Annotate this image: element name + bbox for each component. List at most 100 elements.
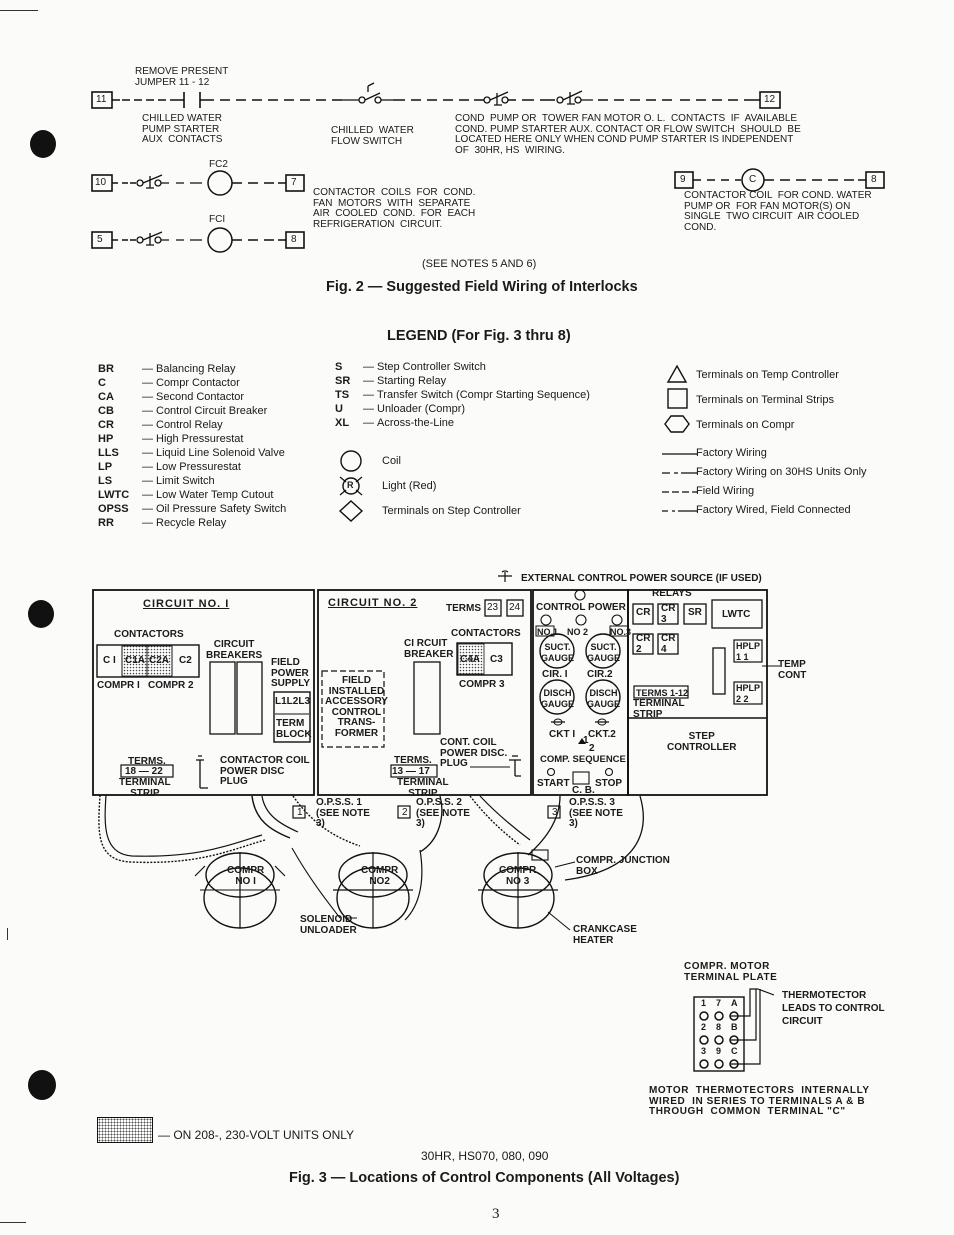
terminal-strip-right-label: TERMINAL STRIP	[633, 698, 685, 720]
light-no2: NO 2	[567, 627, 589, 637]
relay-lwtc: LWTC	[722, 609, 751, 620]
legend-temp-controller: Terminals on Temp Controller	[696, 369, 839, 381]
motor-plate-label: COMPR. MOTOR TERMINAL PLATE	[684, 961, 778, 983]
coil-fc2	[207, 170, 233, 196]
compr1-label: COMPR I	[97, 680, 140, 691]
start-label: START	[537, 778, 570, 789]
legend-col1-row: OPSS—Oil Pressure Safety Switch	[98, 503, 287, 515]
terminal-12-box	[759, 91, 781, 109]
fig2-wiring-diagram	[91, 82, 885, 253]
contactor-c3: C3	[490, 654, 503, 665]
opss3-label: O.P.S.S. 3 (SEE NOTE 3)	[569, 797, 623, 829]
hplp1-label: HPLP 1 1	[736, 641, 761, 662]
circuit1-panel	[92, 589, 315, 796]
temp-cont-label: TEMP CONT	[778, 659, 807, 681]
compr-junction-label: COMPR. JUNCTION BOX	[576, 855, 670, 877]
coil-symbol	[340, 450, 362, 472]
contactor-coil-note: CONTACTOR COIL FOR COND. WATER PUMP OR F…	[684, 190, 872, 233]
contactor-coil-plug-label: CONTACTOR COIL POWER DISC PLUG	[220, 755, 310, 787]
contactor-c1: C I	[103, 655, 116, 666]
cont-coil-label: CONT. COIL POWER DISC. PLUG	[440, 737, 508, 769]
light-no3: NO.3	[610, 627, 632, 637]
plate-label-c: C	[731, 1046, 738, 1056]
opss3-box-label: 3	[552, 807, 558, 818]
jumper-note: REMOVE PRESENT JUMPER 11 - 12	[135, 66, 229, 88]
plate-label-9: 9	[716, 1046, 722, 1056]
contactor-c4a: C4A	[460, 654, 481, 665]
legend-col1-row: HP—High Pressurestat	[98, 433, 244, 445]
seq-1-label: 1	[583, 735, 589, 746]
punch-hole-1	[30, 130, 56, 158]
ckt2-label: CKT.2	[588, 729, 616, 740]
terminal-strip-left-label: TERMINAL STRIP	[119, 777, 171, 799]
terminal-8a-label: 8	[291, 234, 297, 245]
legend-field-wiring: Field Wiring	[696, 485, 755, 497]
opss1-box-label: 1	[297, 807, 303, 818]
legend-symbols	[338, 450, 364, 522]
legend-col1-row: LS—Limit Switch	[98, 475, 215, 487]
legend-col1-row: RR—Recycle Relay	[98, 517, 227, 529]
terminal-23: 23	[487, 602, 499, 613]
compressor-2	[333, 852, 413, 929]
legend-title: LEGEND (For Fig. 3 thru 8)	[387, 328, 571, 344]
solenoid-label: SOLENOID UNLOADER	[300, 914, 357, 936]
opss2-label: O.P.S.S. 2 (SEE NOTE 3)	[416, 797, 470, 829]
light-no1: NO.1	[537, 627, 559, 637]
terms-mid-label: TERMS.	[394, 755, 432, 766]
legend-col2-row: SR—Starting Relay	[335, 375, 447, 387]
terms-left-label: TERMS.	[128, 756, 166, 767]
opss2-box-label: 2	[402, 807, 408, 818]
legend-factory-field: Factory Wired, Field Connected	[696, 504, 851, 516]
top-rule	[0, 10, 38, 11]
legend-col1-row: BR—Balancing Relay	[98, 363, 236, 375]
thermotector-note: MOTOR THERMOTECTORS INTERNALLY WIRED IN …	[649, 1085, 870, 1117]
contactor-c2a: C2A	[149, 655, 170, 666]
terminal-8b-label: 8	[871, 174, 877, 185]
field-transformer-label: FIELD INSTALLED ACCESSORY CONTROL TRANS-…	[325, 675, 388, 739]
disch-gauge-2: DISCH GAUGE	[587, 688, 621, 709]
fc2-label: FC2	[209, 159, 228, 170]
motor-terminal-plate	[693, 988, 775, 1072]
square-icon	[667, 388, 688, 409]
plate-label-1: 1	[701, 998, 707, 1008]
terminal-5-label: 5	[97, 234, 103, 245]
legend-factory-wiring: Factory Wiring	[696, 447, 767, 459]
control-power-label: CONTROL POWER	[536, 602, 626, 613]
seq-2-label: 2	[589, 743, 595, 754]
terms-1-12-label: TERMS 1-12	[636, 688, 689, 698]
step-controller-label: STEP CONTROLLER	[667, 731, 737, 753]
legend-step-label: Terminals on Step Controller	[382, 505, 521, 517]
circuit1-title: CIRCUIT NO. I	[143, 598, 230, 610]
contactors1-label: CONTACTORS	[114, 629, 184, 640]
compr-no2-label: COMPR NO2	[361, 865, 399, 887]
terms-23-24-label: TERMS	[446, 603, 481, 614]
legend-factory-30hs: Factory Wiring on 30HS Units Only	[696, 466, 867, 478]
compr-no1-label: COMPR NO I	[227, 865, 265, 887]
legend-compr-terminals: Terminals on Compr	[696, 419, 795, 431]
legend-coil-label: Coil	[382, 455, 401, 467]
terminal-11-label: 11	[96, 94, 107, 105]
terms-13-17: 13 — 17	[392, 766, 430, 777]
circuit-breaker2-label: CI RCUIT BREAKER	[404, 638, 454, 660]
legend-col1-row: C—Compr Contactor	[98, 377, 240, 389]
contactor-c2: C2	[179, 655, 192, 666]
stop-label: STOP	[595, 778, 623, 789]
contactors2-label: CONTACTORS	[451, 628, 521, 639]
legend-terminal-strips: Terminals on Terminal Strips	[696, 394, 834, 406]
suct-gauge-1: SUCT. GAUGE	[541, 642, 575, 663]
legend-col1-row: CR—Control Relay	[98, 419, 223, 431]
fc1-label: FCI	[209, 214, 226, 225]
legend-col3-symbols	[664, 364, 690, 433]
terminal-24: 24	[509, 602, 521, 613]
terminal-strip-mid-label: TERMINAL STRIP	[397, 777, 449, 799]
chilled-water-pump-label: CHILLED WATER PUMP STARTER AUX CONTACTS	[142, 113, 223, 145]
plate-label-7: 7	[716, 998, 722, 1008]
left-margin-mark	[7, 928, 8, 940]
triangle-icon	[666, 364, 688, 383]
coil-fc1	[207, 227, 233, 253]
terms-18-22: 18 — 22	[125, 766, 163, 777]
compr3-label: COMPR 3	[459, 679, 505, 690]
relay-cr: CR	[636, 607, 651, 618]
cond-pump-note: COND PUMP OR TOWER FAN MOTOR O. L. CONTA…	[455, 113, 801, 156]
page-number: 3	[492, 1206, 500, 1222]
